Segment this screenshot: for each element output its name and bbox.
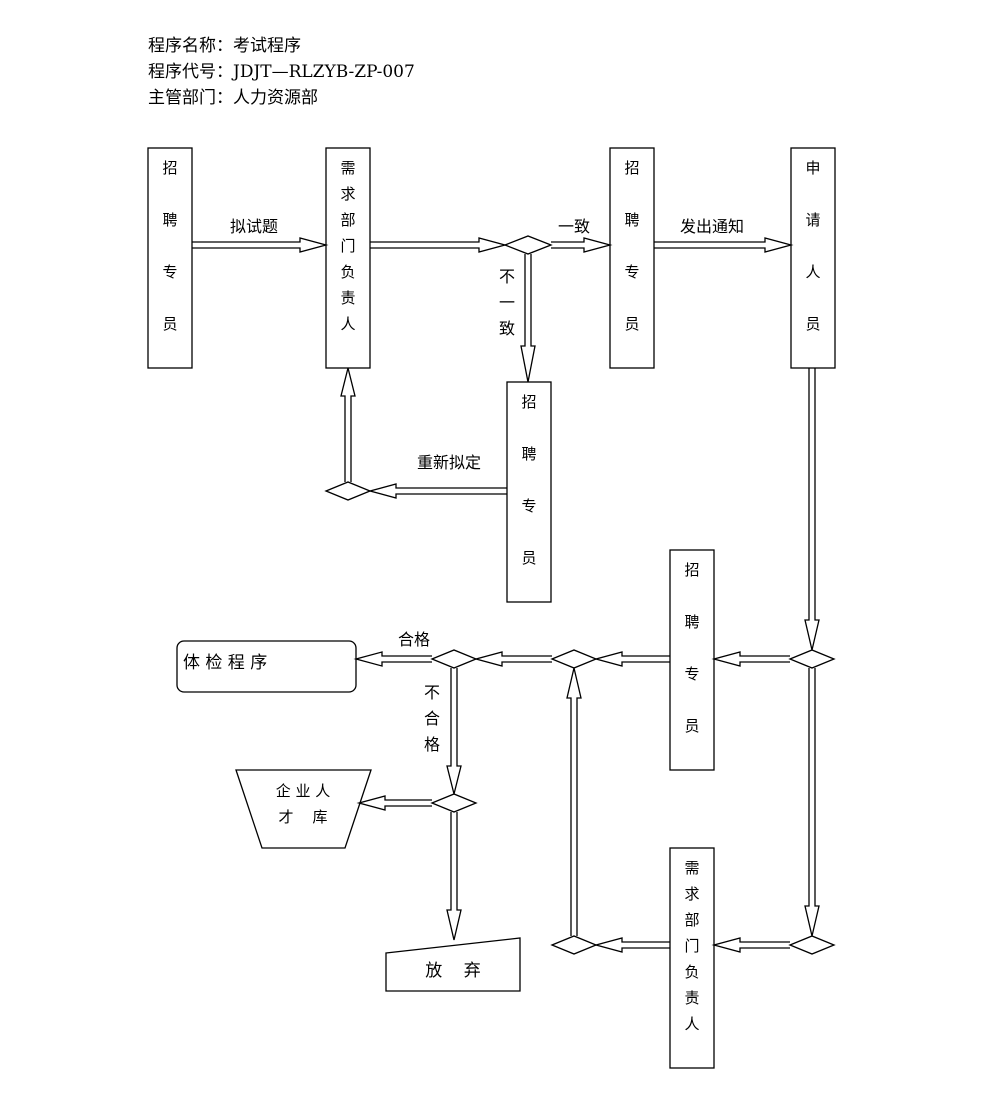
label-redraft: 重新拟定 (417, 453, 481, 472)
arrow-to-recruiter-4 (711, 651, 790, 667)
box-dept-head-2-char: 门 (684, 937, 699, 955)
decision-consistency (503, 235, 553, 255)
box-applicant-char: 员 (805, 315, 820, 333)
box-recruiter-1 (147, 147, 193, 369)
arrow-to-talent-pool (356, 795, 432, 811)
box-dept-head-1-char: 求 (340, 185, 355, 203)
label-consistent: 一致 (558, 217, 590, 236)
arrow-to-give-up (446, 812, 462, 941)
arrow-split-down (804, 668, 820, 937)
box-dept-head-1-char: 需 (340, 159, 355, 177)
arrow-to-consistency (370, 237, 508, 253)
box-recruiter-2 (609, 147, 655, 369)
box-dept-head-2 (669, 847, 715, 1069)
arrow-send-notice (654, 237, 794, 253)
arrow-inconsistent (520, 254, 536, 383)
arrow-consistent (551, 237, 613, 253)
label-inconsistent-char: 不 (499, 267, 515, 286)
arrow-redraft (367, 483, 507, 499)
box-dept-head-2-char: 责 (684, 989, 699, 1007)
box-recruiter-1-char: 招 (162, 159, 177, 177)
label-qualified: 合格 (398, 630, 430, 649)
box-recruiter-2-char: 招 (624, 159, 639, 177)
arrow-redraft-up (340, 367, 356, 482)
box-applicant-char: 人 (805, 263, 820, 281)
terminal-physical-exam (176, 640, 357, 693)
terminal-talent-pool-line-2: 才 库 (278, 808, 327, 826)
label-send-notice: 发出通知 (680, 217, 744, 236)
label-inconsistent-char: 致 (499, 319, 515, 338)
managing-department: 主管部门：人力资源部 (148, 88, 318, 108)
box-recruiter-3-char: 专 (521, 497, 536, 515)
box-recruiter-2-char: 专 (624, 263, 639, 281)
box-dept-head-1-char: 负 (340, 263, 355, 281)
decision-bottom-mid (550, 935, 598, 955)
arrow-qualified (353, 651, 432, 667)
box-recruiter-3-char: 聘 (521, 445, 536, 463)
box-dept-head-2-char: 人 (684, 1015, 699, 1033)
terminal-talent-pool (235, 769, 372, 849)
terminal-give-up (385, 937, 521, 992)
decision-unqualified (430, 793, 478, 813)
box-recruiter-3 (506, 381, 552, 603)
box-recruiter-4-char: 员 (684, 717, 699, 735)
label-draft-questions: 拟试题 (230, 217, 278, 236)
box-recruiter-2-char: 员 (624, 315, 639, 333)
label-inconsistent-char: 一 (499, 293, 515, 312)
box-dept-head-2-char: 负 (684, 963, 699, 981)
decision-bottom-right (788, 935, 836, 955)
program-code: 程序代号：JDJT—RLZYB-ZP-007 (148, 62, 415, 82)
box-dept-head-1-char: 责 (340, 289, 355, 307)
arrow-unqualified (446, 668, 462, 795)
box-recruiter-4-char: 招 (684, 561, 699, 579)
box-recruiter-4-char: 聘 (684, 613, 699, 631)
box-dept-head-1 (325, 147, 371, 369)
box-recruiter-1-char: 员 (162, 315, 177, 333)
box-dept-head-2-char: 部 (684, 911, 699, 929)
document-header: 程序名称：考试程序 程序代号：JDJT—RLZYB-ZP-007 主管部门：人力… (148, 33, 415, 111)
decision-redraft (324, 481, 372, 501)
label-unqualified-char: 合 (424, 709, 440, 728)
box-recruiter-2-char: 聘 (624, 211, 639, 229)
program-name: 程序名称：考试程序 (148, 36, 301, 56)
arrow-to-qualified-decision (473, 651, 552, 667)
box-dept-head-1-char: 门 (340, 237, 355, 255)
box-dept-head-1-char: 部 (340, 211, 355, 229)
box-recruiter-4-char: 专 (684, 665, 699, 683)
terminal-talent-pool-line-1: 企 业 人 (276, 782, 331, 800)
decision-applicant-split (788, 649, 836, 669)
terminal-give-up-label: 放 弃 (425, 961, 481, 981)
terminal-physical-exam-label: 体 检 程 序 (183, 653, 267, 673)
box-recruiter-3-char: 招 (521, 393, 536, 411)
arrow-bottom-up (566, 667, 582, 936)
decision-qualified (430, 649, 478, 669)
box-dept-head-2-char: 需 (684, 859, 699, 877)
box-applicant (790, 147, 836, 369)
box-dept-head-1-char: 人 (340, 315, 355, 333)
box-applicant-char: 请 (805, 211, 820, 229)
box-recruiter-4 (669, 549, 715, 771)
box-recruiter-1-char: 专 (162, 263, 177, 281)
arrow-draft-questions (192, 237, 329, 253)
label-unqualified-char: 格 (424, 735, 440, 754)
arrow-to-dept-head-2 (711, 937, 790, 953)
arrow-applicant-down (804, 368, 820, 651)
box-recruiter-3-char: 员 (521, 549, 536, 567)
arrow-dept-head-2-out (593, 937, 670, 953)
box-dept-head-2-char: 求 (684, 885, 699, 903)
box-recruiter-1-char: 聘 (162, 211, 177, 229)
label-unqualified-char: 不 (424, 683, 440, 702)
arrow-recruiter-4-out (593, 651, 670, 667)
decision-merge-mid (550, 649, 598, 669)
box-applicant-char: 申 (805, 159, 820, 177)
